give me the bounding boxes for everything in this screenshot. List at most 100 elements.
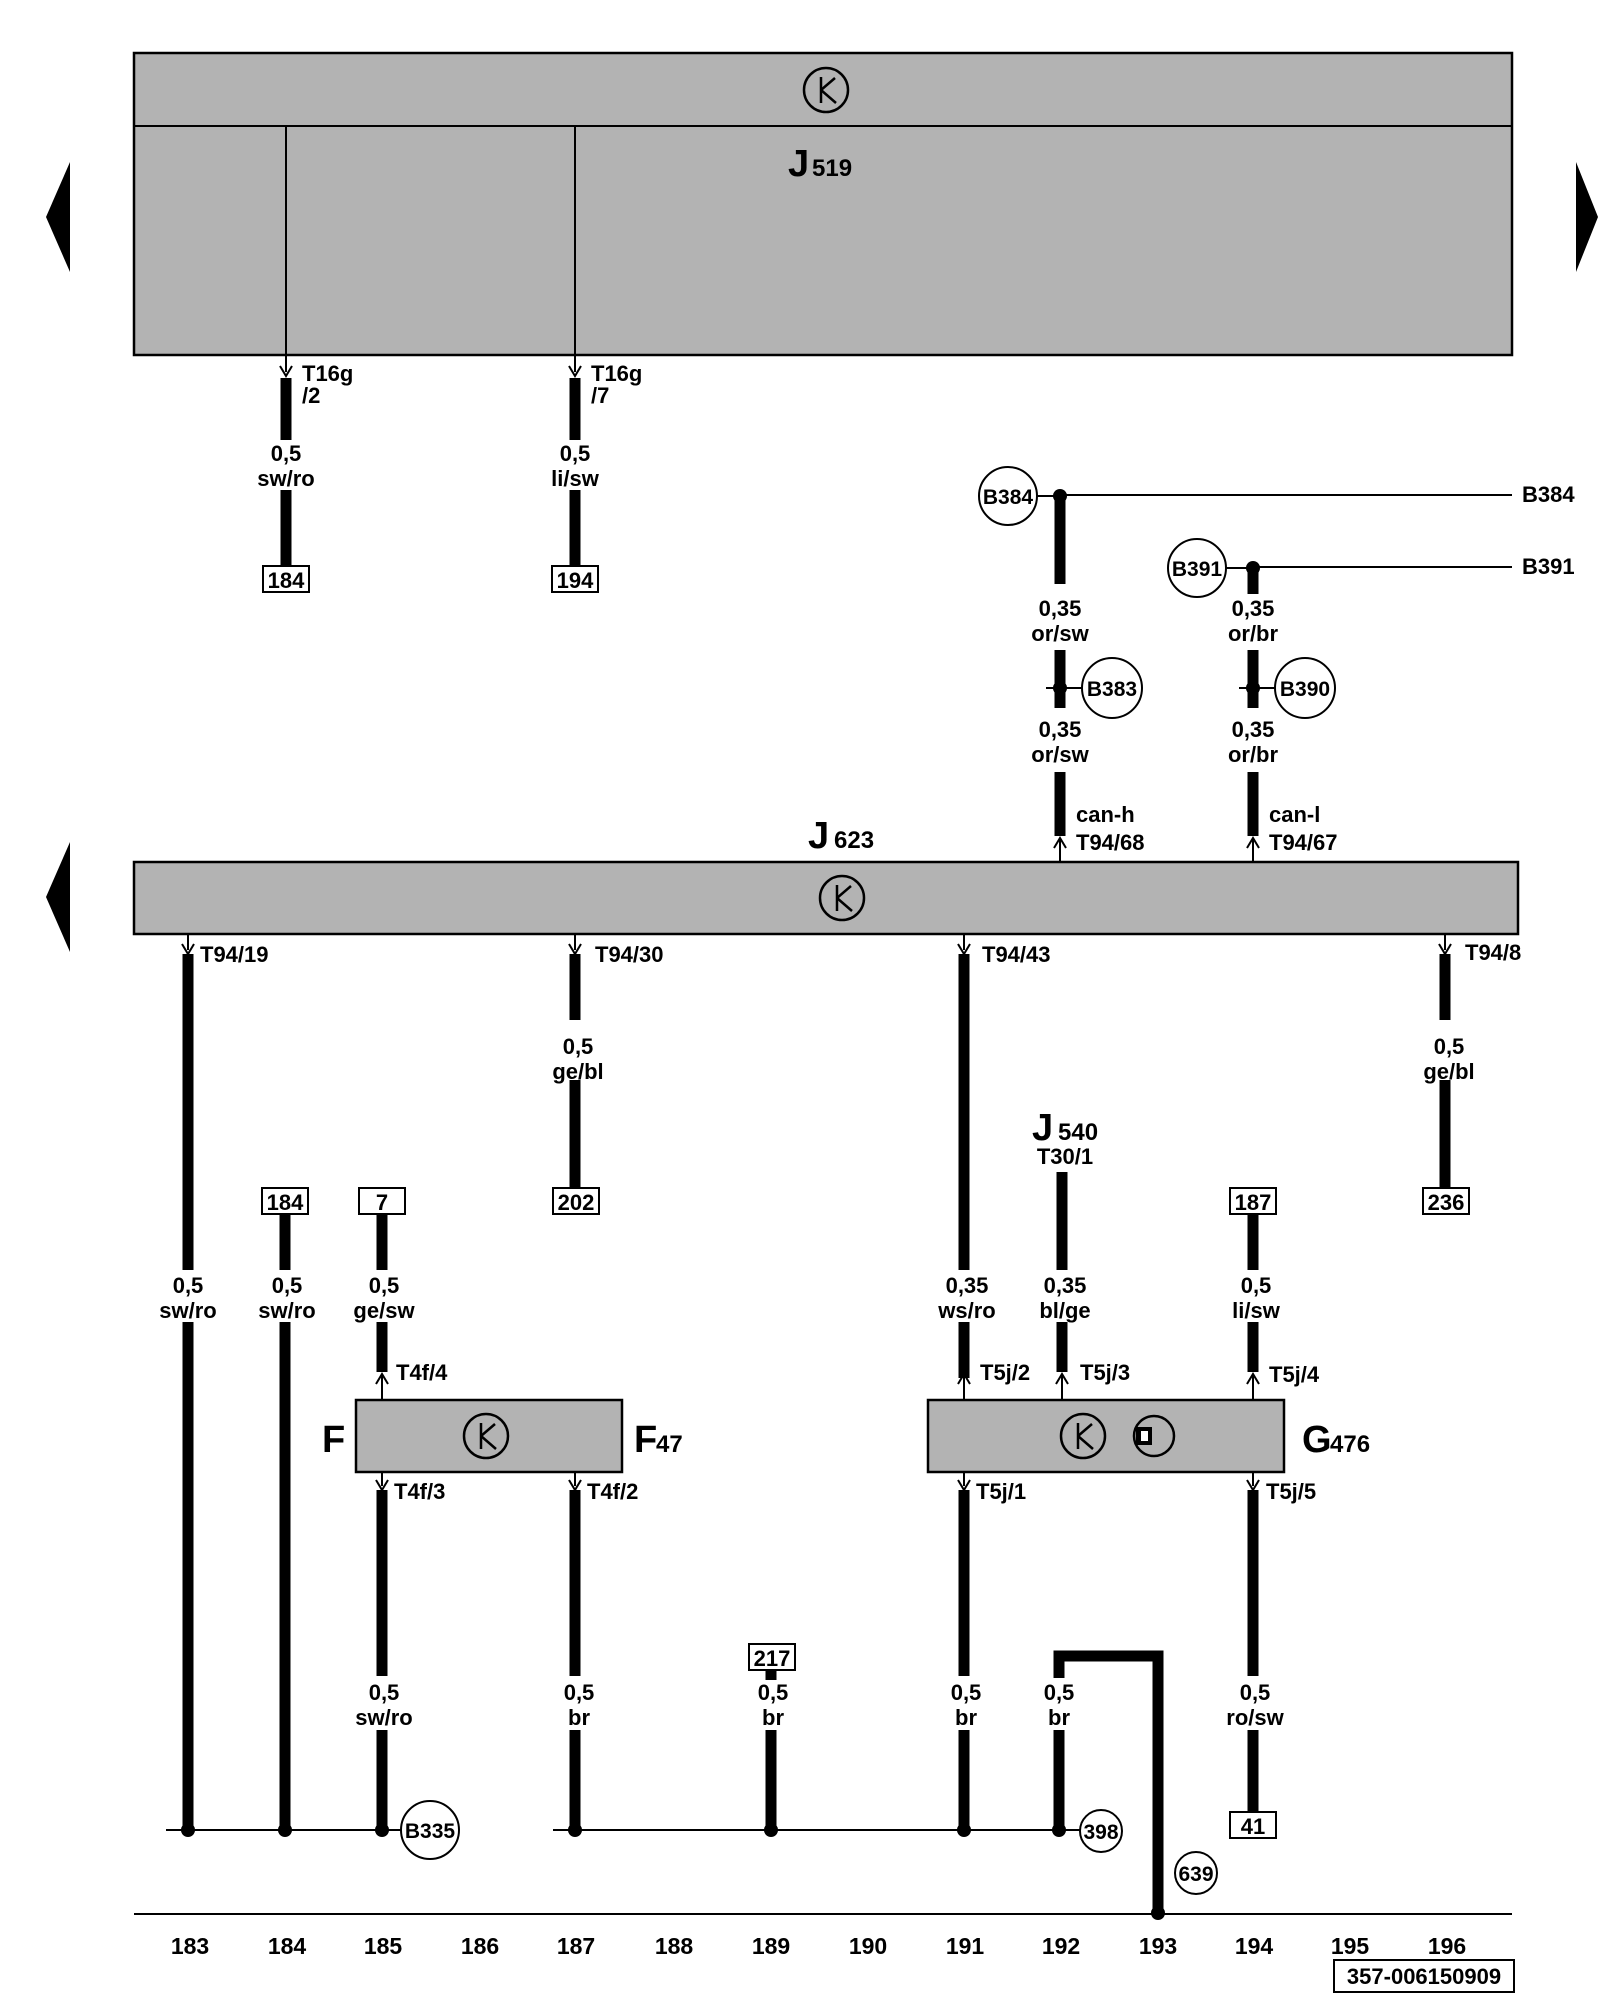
document-number-text: 357-006150909 xyxy=(1347,1964,1501,1989)
connector-b390[interactable]: B390 xyxy=(1280,678,1330,701)
wire-color: br xyxy=(1048,1705,1070,1730)
signal-can-h: can-h xyxy=(1076,802,1135,827)
wire-color: or/sw xyxy=(1031,621,1089,646)
wire-t5j-5: T5j/5 0,5 ro/sw 41 xyxy=(1226,1472,1316,1839)
ground-point-398[interactable]: 398 xyxy=(1083,1821,1118,1844)
wire-size: 0,5 xyxy=(369,1273,400,1298)
connector-b384[interactable]: B384 xyxy=(983,486,1034,509)
prev-page-arrow-top[interactable] xyxy=(46,162,70,272)
ruler-tick: 193 xyxy=(1139,1933,1177,1959)
wire-t94-8: T94/8 0,5 ge/bl 236 xyxy=(1422,934,1521,1215)
wire-color: li/sw xyxy=(1232,1298,1281,1323)
pin-t4f-3: T4f/3 xyxy=(394,1479,445,1504)
module-f47-letter: F xyxy=(634,1419,657,1461)
module-j623: J 623 xyxy=(132,815,1520,936)
pin-t4f-4: T4f/4 xyxy=(396,1360,448,1385)
module-j519: J 519 xyxy=(132,51,1514,357)
wire-color: or/br xyxy=(1228,742,1279,767)
ref-184[interactable]: 184 xyxy=(267,1190,304,1215)
ref-217[interactable]: 217 xyxy=(754,1646,791,1671)
ground-bus-right: 398 xyxy=(553,1809,1123,1853)
wire-size: 0,5 xyxy=(1240,1680,1271,1705)
ground-bus-left: B335 xyxy=(166,1800,460,1860)
prev-page-arrow-mid[interactable] xyxy=(46,842,70,952)
document-number: 357-006150909 xyxy=(1333,1959,1515,1993)
pin-t5j-2: T5j/2 xyxy=(980,1360,1030,1385)
wire-size: 0,5 xyxy=(271,441,302,466)
module-f47: F F 47 xyxy=(322,1398,683,1474)
ref-187[interactable]: 187 xyxy=(1235,1190,1272,1215)
wire-color: sw/ro xyxy=(159,1298,216,1323)
module-g476-letter: G xyxy=(1302,1419,1332,1461)
connector-b383[interactable]: B383 xyxy=(1087,678,1137,701)
wire-color: li/sw xyxy=(551,466,600,491)
wire-size: 0,35 xyxy=(1232,717,1275,742)
wire-t94-30: T94/30 0,5 ge/bl 202 xyxy=(552,934,664,1215)
ref-236[interactable]: 236 xyxy=(1428,1190,1465,1215)
pin-t5j-5: T5j/5 xyxy=(1266,1479,1316,1504)
wire-j540: J 540 T30/1 0,35 bl/ge T5j/3 xyxy=(1032,1107,1130,1400)
wire-ref-187: 187 0,5 li/sw T5j/4 xyxy=(1229,1187,1320,1400)
wire-color: br xyxy=(568,1705,590,1730)
module-g476: G 476 xyxy=(926,1398,1370,1474)
ruler-tick: 188 xyxy=(655,1933,694,1959)
connector-b391[interactable]: B391 xyxy=(1172,558,1223,581)
wire-color: sw/ro xyxy=(257,466,314,491)
wire-ref-184: 184 0,5 sw/ro xyxy=(258,1187,316,1830)
wire-t4f-3: T4f/3 0,5 sw/ro xyxy=(355,1472,445,1830)
pin-t4f-2: T4f/2 xyxy=(587,1479,638,1504)
wire-t16g-7: T16g /7 0,5 li/sw 194 xyxy=(551,355,642,593)
wire-color: sw/ro xyxy=(355,1705,412,1730)
ruler-tick: 195 xyxy=(1331,1933,1370,1959)
wire-ref-217: 217 0,5 br xyxy=(748,1643,796,1830)
wire-size: 0,5 xyxy=(369,1680,400,1705)
electronic-symbol-icon xyxy=(818,874,866,922)
connector-b335[interactable]: B335 xyxy=(405,1820,456,1843)
wire-t5j-2: T5j/2 xyxy=(957,1360,1030,1400)
module-j540-letter: J xyxy=(1032,1107,1053,1149)
wire-color: ge/bl xyxy=(1423,1059,1474,1084)
pin-t5j-1: T5j/1 xyxy=(976,1479,1026,1504)
ruler-tick: 191 xyxy=(946,1933,985,1959)
wire-color: br xyxy=(955,1705,977,1730)
wire-t94-19: T94/19 0,5 sw/ro xyxy=(159,934,269,1830)
column-ruler: 183 184 185 186 187 188 189 190 191 192 … xyxy=(134,1913,1512,1959)
wire-size: 0,5 xyxy=(1044,1680,1075,1705)
ruler-tick: 192 xyxy=(1042,1933,1080,1959)
wire-size: 0,5 xyxy=(560,441,591,466)
wire-size: 0,5 xyxy=(272,1273,303,1298)
wire-color: ro/sw xyxy=(1226,1705,1284,1730)
pin-t94-30: T94/30 xyxy=(595,942,664,967)
ground-point-639[interactable]: 639 xyxy=(1178,1863,1213,1886)
module-g476-number: 476 xyxy=(1330,1431,1370,1458)
ref-202[interactable]: 202 xyxy=(558,1190,595,1215)
ref-184[interactable]: 184 xyxy=(268,568,305,593)
ref-41[interactable]: 41 xyxy=(1241,1814,1265,1839)
ruler-tick: 190 xyxy=(849,1933,887,1959)
wire-size: 0,5 xyxy=(563,1034,594,1059)
ruler-tick: 183 xyxy=(171,1933,209,1959)
signal-can-l: can-l xyxy=(1269,802,1320,827)
ruler-tick: 186 xyxy=(461,1933,499,1959)
wire-size: 0,35 xyxy=(1232,596,1275,621)
wire-t16g-2: T16g /2 0,5 sw/ro 184 xyxy=(257,355,353,593)
pin-t5j-3: T5j/3 xyxy=(1080,1360,1130,1385)
ref-7[interactable]: 7 xyxy=(376,1190,388,1215)
edge-label-b391: B391 xyxy=(1522,554,1575,579)
electronic-symbol-icon xyxy=(1059,1412,1107,1460)
next-page-arrow-top[interactable] xyxy=(1576,162,1598,272)
pin-t94-43: T94/43 xyxy=(982,942,1051,967)
pin-t94-68: T94/68 xyxy=(1076,830,1145,855)
pin-t94-67: T94/67 xyxy=(1269,830,1338,855)
pin-t16g-7-a: T16g xyxy=(591,361,642,386)
wire-size: 0,35 xyxy=(1044,1273,1087,1298)
ref-194[interactable]: 194 xyxy=(557,568,594,593)
can-high-line: B384 B384 0,35 or/sw B383 0,35 or/sw can… xyxy=(978,466,1575,862)
wire-t5j-1: T5j/1 0,5 br xyxy=(951,1472,1026,1830)
wire-color: sw/ro xyxy=(258,1298,315,1323)
wire-size: 0,5 xyxy=(1434,1034,1465,1059)
pin-t16g-7-b: /7 xyxy=(591,383,609,408)
wire-color: br xyxy=(762,1705,784,1730)
pin-j540-t30-1: T30/1 xyxy=(1037,1144,1093,1169)
